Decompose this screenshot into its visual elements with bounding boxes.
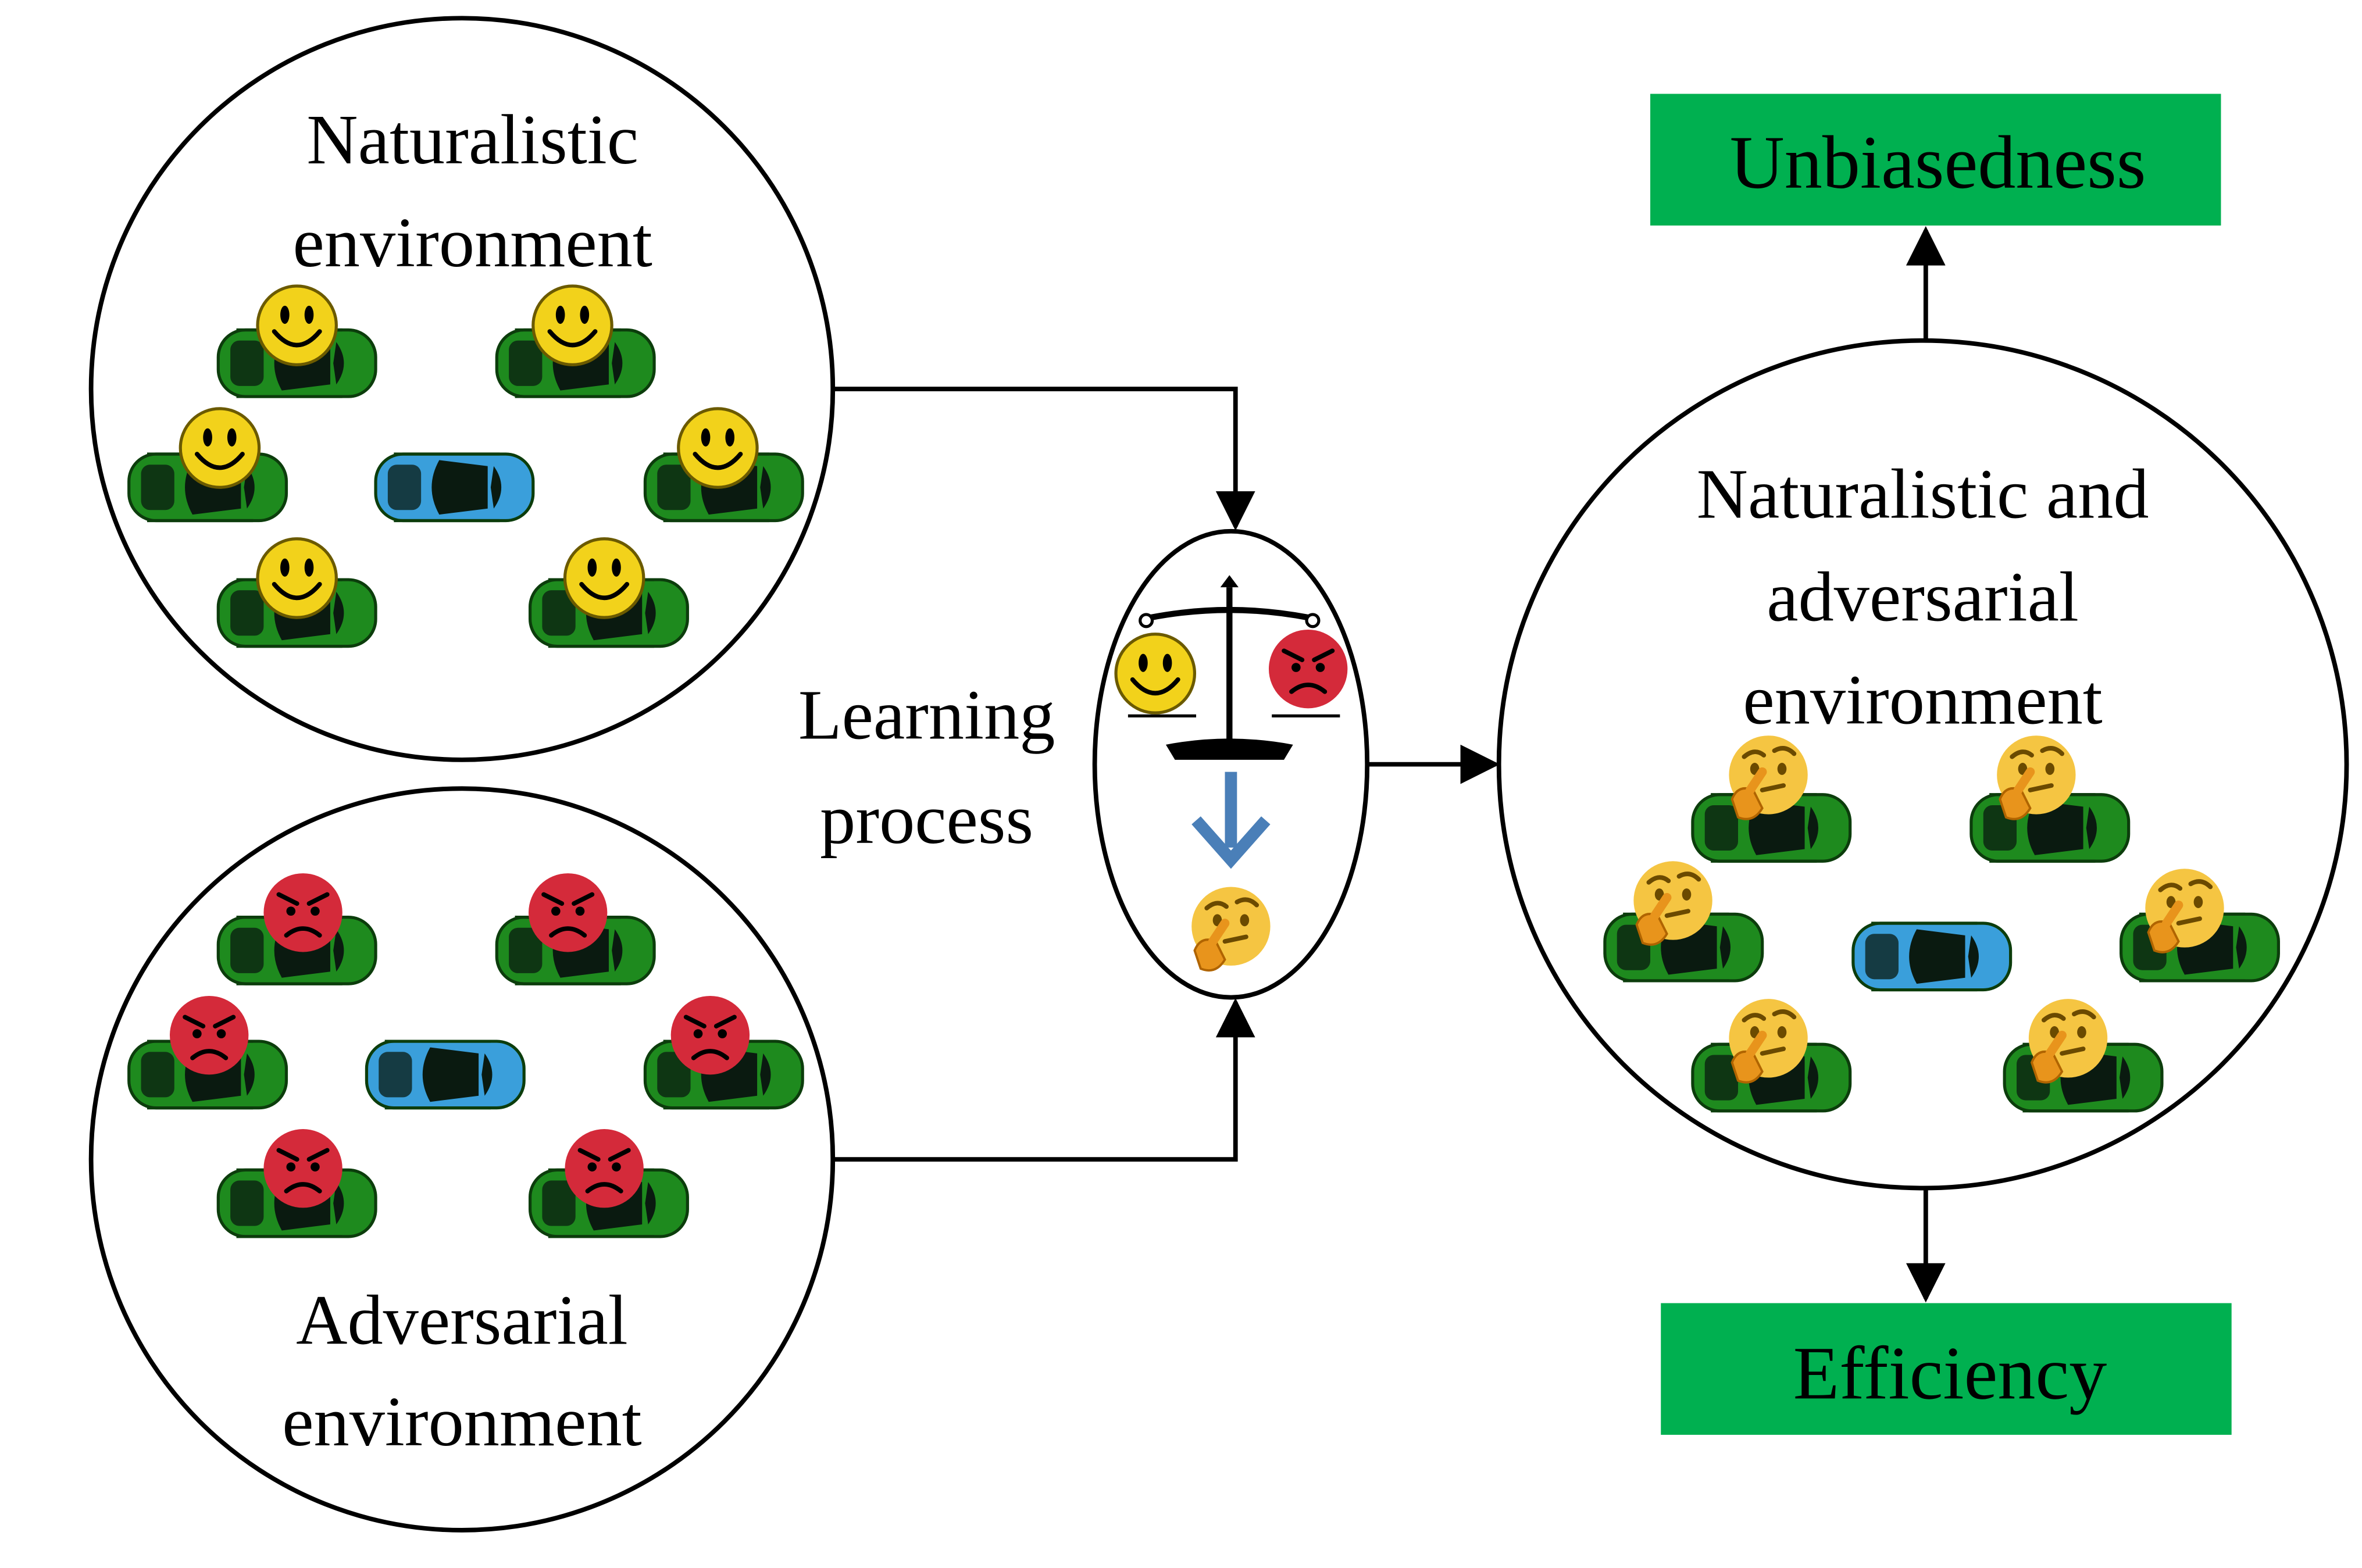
combined-title-line3: environment [1743,660,2102,739]
efficiency-box: Efficiency [1661,1303,2232,1435]
angry-icon [565,1129,643,1208]
adversarial-environment: Adversarial environment [88,786,836,1533]
angry-icon [671,996,750,1074]
unbiasedness-label: Unbiasedness [1730,121,2146,205]
naturalistic-title-line2: environment [292,203,652,282]
naturalistic-title-line1: Naturalistic [306,101,638,179]
angry-icon [263,873,342,952]
angry-icon [529,873,607,952]
learning-label-line2: process [820,780,1033,859]
smile-icon [258,539,336,617]
angry-icon [170,996,248,1074]
smile-icon [1116,634,1194,713]
learning-label-line1: Learning [798,676,1055,754]
combined-environment: Naturalistic and adversarial environment [1496,338,2349,1191]
angry-icon [1269,630,1347,708]
smile-icon [258,286,336,365]
smile-icon [533,286,612,365]
connector-naturalistic-to-learning [833,387,1255,531]
smile-icon [180,409,259,487]
efficiency-label: Efficiency [1793,1331,2107,1415]
angry-icon [263,1129,342,1208]
combined-title-line1: Naturalistic and [1697,455,2149,533]
naturalistic-environment: Naturalistic environment [88,16,836,762]
car-icon [366,1041,524,1108]
car-icon [376,454,533,521]
combined-title-line2: adversarial [1767,558,2079,636]
connector-adversarial-to-learning [833,998,1255,1162]
learning-process: Learning process [798,528,1370,1000]
smile-icon [565,539,643,617]
unbiasedness-box-bg [1650,94,2221,226]
adversarial-title-line1: Adversarial [296,1281,628,1360]
balance-scale-icon [1128,575,1340,760]
adversarial-title-line2: environment [282,1383,641,1461]
unbiasedness-box: Unbiasedness [1650,94,2221,226]
down-arrow-icon [1191,772,1271,869]
smile-icon [679,409,757,487]
car-icon [1853,923,2011,990]
efficiency-box-bg [1661,1303,2232,1435]
